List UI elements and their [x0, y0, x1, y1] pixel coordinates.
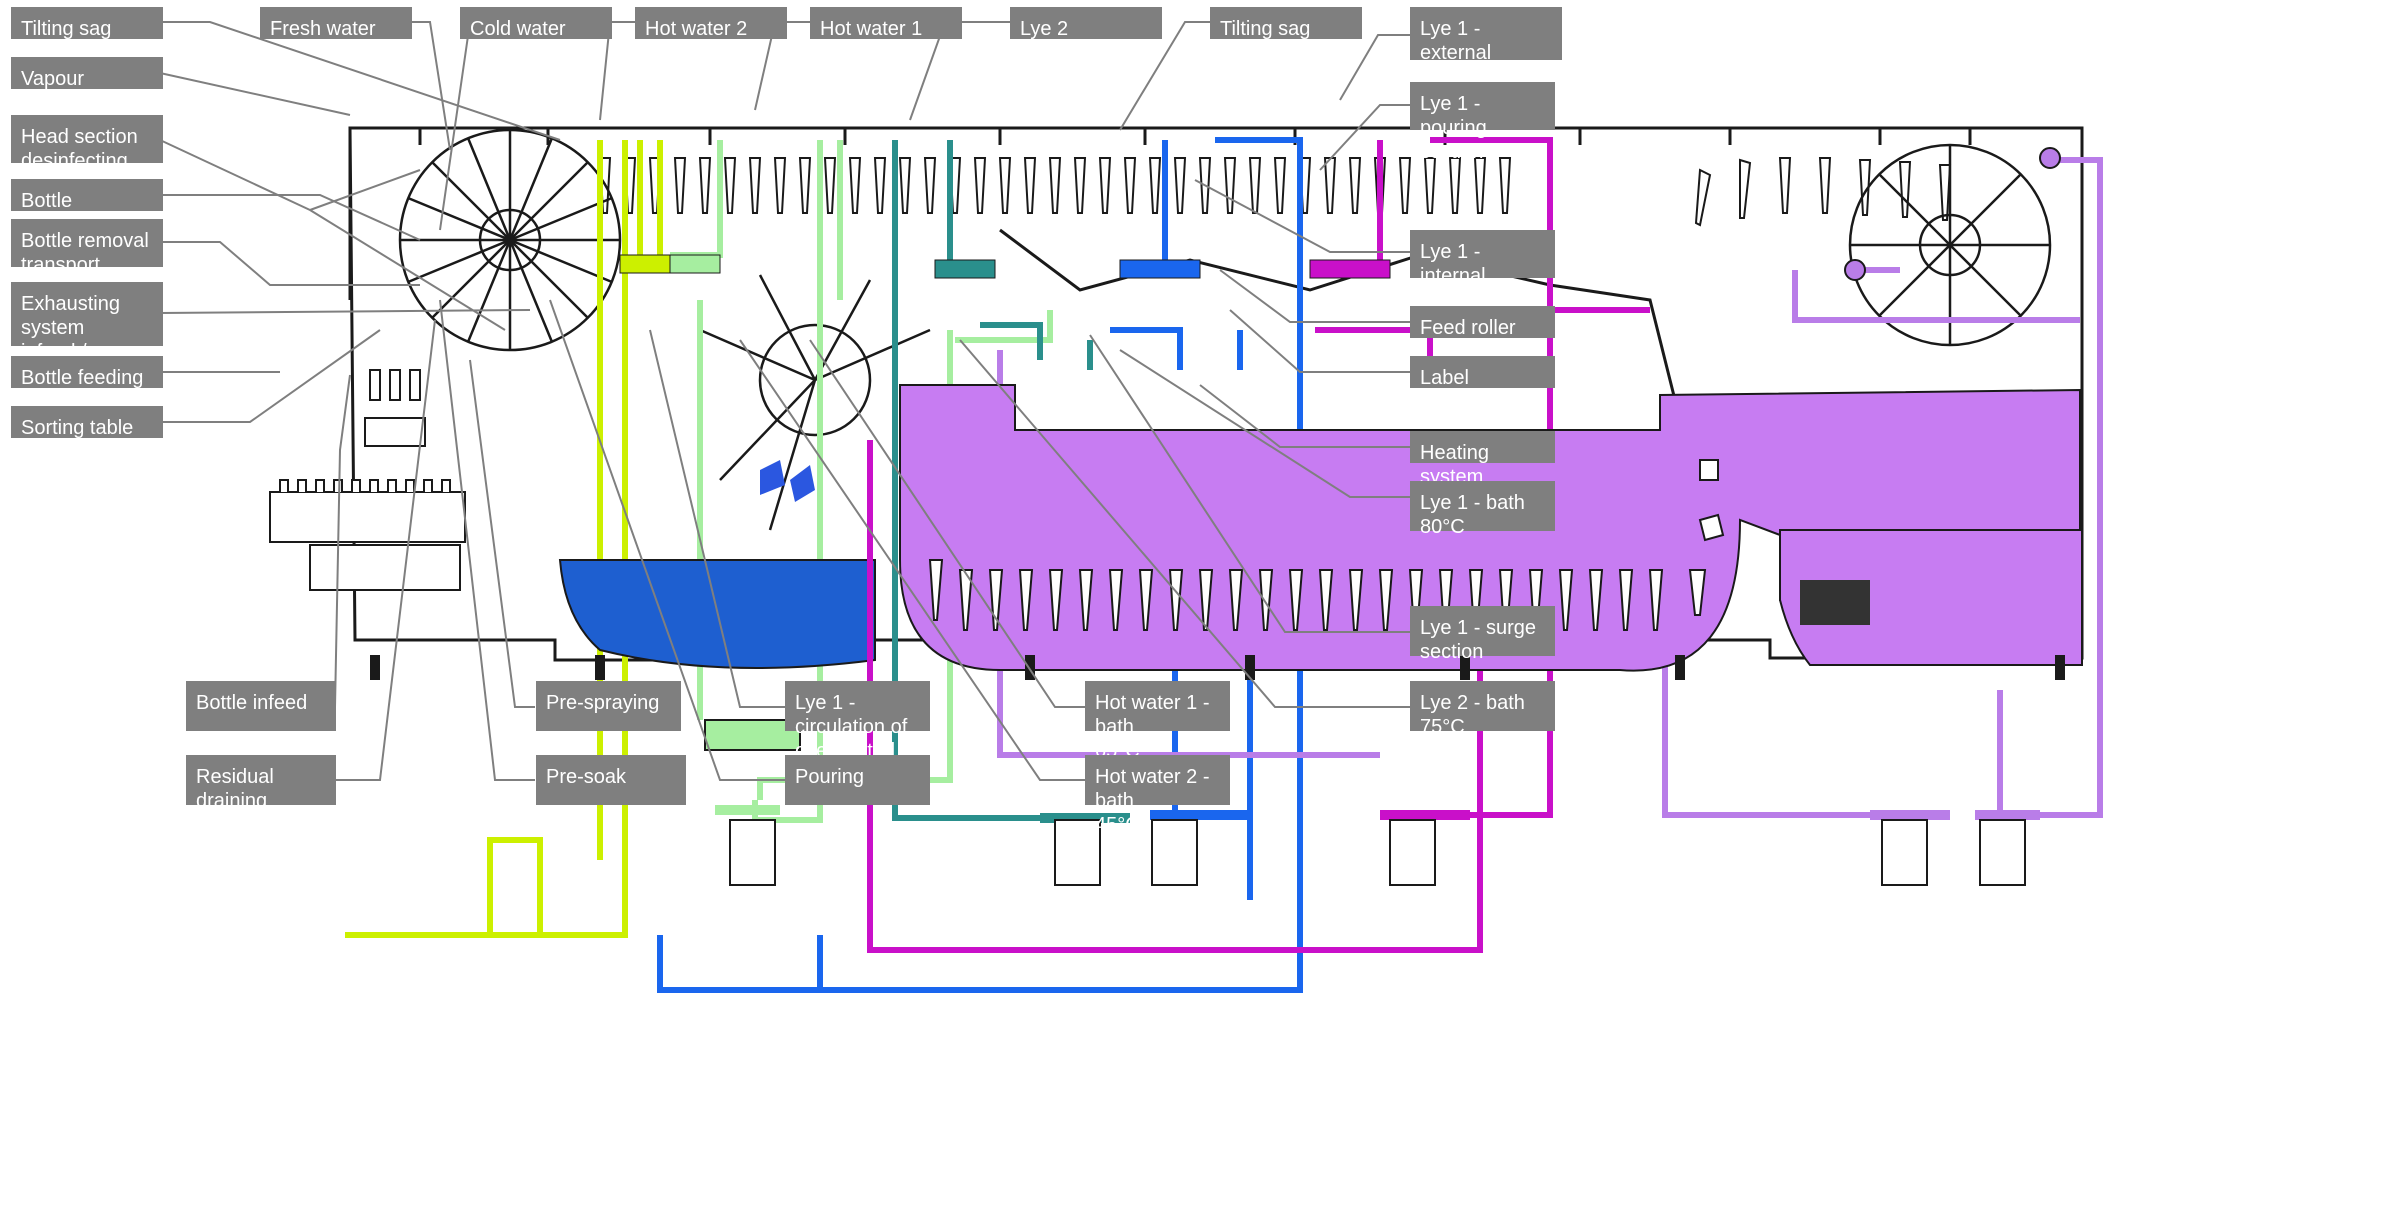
leader-lines — [159, 21, 1410, 781]
left-drive-wheel — [398, 128, 622, 352]
label-bottle-discharge: Bottle discharge — [11, 179, 163, 236]
bottle-infeed-table — [269, 369, 466, 591]
label-lye1-bath: Lye 1 - bath 80°C — [1410, 481, 1555, 538]
label-pre-soak: Pre-soak — [536, 755, 686, 805]
label-lye1-external-spraying: Lye 1 - external spraying section — [1410, 7, 1562, 112]
label-lye1-surge-section: Lye 1 - surge section — [1410, 606, 1555, 663]
label-fresh-water: Fresh water — [260, 7, 412, 40]
label-feed-roller: Feed roller — [1410, 306, 1555, 339]
label-lye1-circulation: Lye 1 - circulation of overheated lye — [785, 681, 930, 786]
label-lye2-bath: Lye 2 - bath 75°C — [1410, 681, 1555, 738]
label-label-remover: Label remover — [1410, 356, 1555, 413]
label-hot-water-2: Hot water 2 — [635, 7, 787, 40]
pre-soak-wheel — [699, 274, 931, 531]
label-head-section-desinfecting: Head section desinfecting — [11, 115, 163, 172]
label-exhausting-system: Exhausting system infeed / residual drai… — [11, 282, 163, 411]
label-hot-water-1: Hot water 1 — [810, 7, 962, 40]
label-hot-water2-bath: Hot water 2 - bath 45°C — [1085, 755, 1230, 836]
fresh-water-circuit — [345, 140, 671, 938]
label-residual-draining: Residual draining — [186, 755, 336, 812]
label-pre-spraying: Pre-spraying — [536, 681, 681, 731]
machine-feet — [370, 655, 2065, 680]
label-bottle-infeed: Bottle infeed — [186, 681, 336, 731]
pump-motors — [729, 819, 2026, 886]
label-heating-system: Heating system — [1410, 431, 1555, 488]
label-lye1-pouring-section: Lye 1 - pouring section — [1410, 82, 1555, 163]
label-tilting-sag-right: Tilting sag — [1210, 7, 1362, 40]
cold-water-circuit — [669, 140, 1053, 823]
bottle-carrier-top-row — [598, 157, 1952, 227]
label-tilting-sag-left: Tilting sag — [11, 7, 163, 40]
label-lye1-internal-spraying: Lye 1 - internal spraying section — [1410, 230, 1555, 335]
label-cold-water: Cold water — [460, 7, 612, 40]
right-drive-wheel — [1848, 143, 2052, 347]
pre-soak-bath — [558, 460, 876, 669]
label-vapour-extractor: Vapour extractor — [11, 57, 163, 114]
label-lye-2: Lye 2 — [1010, 7, 1162, 40]
label-bottle-feeding: Bottle feeding — [11, 356, 163, 389]
lye-1-circuit — [997, 147, 2103, 820]
label-hot-water1-bath: Hot water 1 - bath 65°C — [1085, 681, 1230, 762]
label-bottle-removal-transport: Bottle removal transport — [11, 219, 163, 276]
label-pouring: Pouring — [785, 755, 930, 805]
label-sorting-table: Sorting table — [11, 406, 163, 439]
